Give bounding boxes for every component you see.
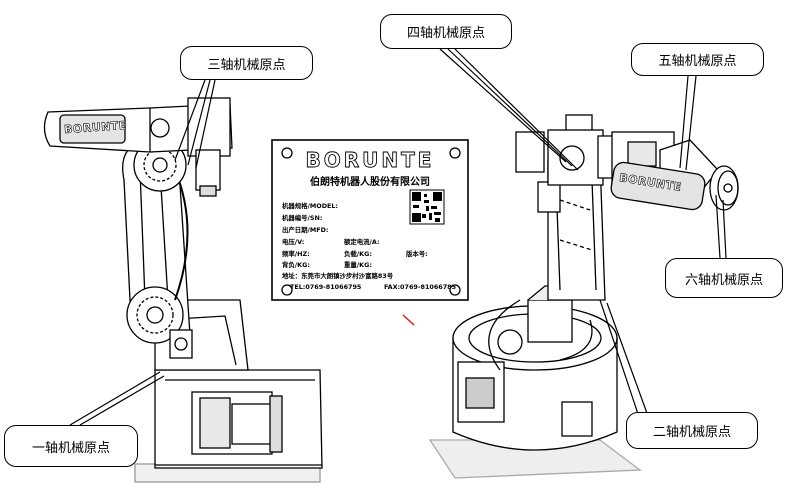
callout-axis2-origin: 二轴机械原点 bbox=[626, 412, 758, 449]
nameplate-brand: BORUNTE bbox=[305, 148, 435, 173]
nameplate-version: 版本号: bbox=[406, 250, 428, 258]
nameplate-backpack: 背负/KG: bbox=[282, 261, 310, 269]
nameplate-current: 额定电流/A: bbox=[344, 238, 380, 246]
right-robot bbox=[428, 114, 739, 479]
nameplate-mfd: 出产日期/MFD: bbox=[282, 226, 329, 234]
nameplate-address: 地址：东莞市大朗镇沙步村沙富路83号 bbox=[282, 272, 394, 280]
nameplate-load: 负载/KG: bbox=[344, 250, 372, 258]
nameplate-model: 机器规格/MODEL: bbox=[282, 202, 338, 210]
nameplate-voltage: 电压/V: bbox=[282, 238, 305, 246]
callout-axis6-origin: 六轴机械原点 bbox=[665, 258, 783, 298]
nameplate-tel: TEL:0769-81066795 bbox=[290, 283, 362, 291]
left-robot bbox=[43, 97, 323, 483]
red-mark bbox=[402, 314, 415, 326]
nameplate-company: 伯朗特机器人股份有限公司 bbox=[310, 177, 430, 188]
nameplate-fax: FAX:0769-81066785 bbox=[384, 283, 457, 291]
nameplate-serial: 机器编号/SN: bbox=[282, 214, 323, 222]
nameplate: BORUNTE 伯朗特机器人股份有限公司 机器规格/MODEL: 机器编号/SN… bbox=[272, 140, 468, 300]
callout-axis3-origin: 三轴机械原点 bbox=[180, 46, 313, 80]
nameplate-frequency: 频率/HZ: bbox=[282, 250, 310, 258]
nameplate-frame bbox=[271, 139, 469, 301]
nameplate-weight: 重量/KG: bbox=[344, 261, 372, 269]
leader-lines bbox=[69, 48, 727, 426]
callout-axis4-origin: 四轴机械原点 bbox=[380, 14, 512, 49]
callout-axis1-origin: 一轴机械原点 bbox=[4, 425, 138, 467]
qr-code bbox=[409, 189, 445, 225]
callout-axis5-origin: 五轴机械原点 bbox=[631, 43, 764, 76]
